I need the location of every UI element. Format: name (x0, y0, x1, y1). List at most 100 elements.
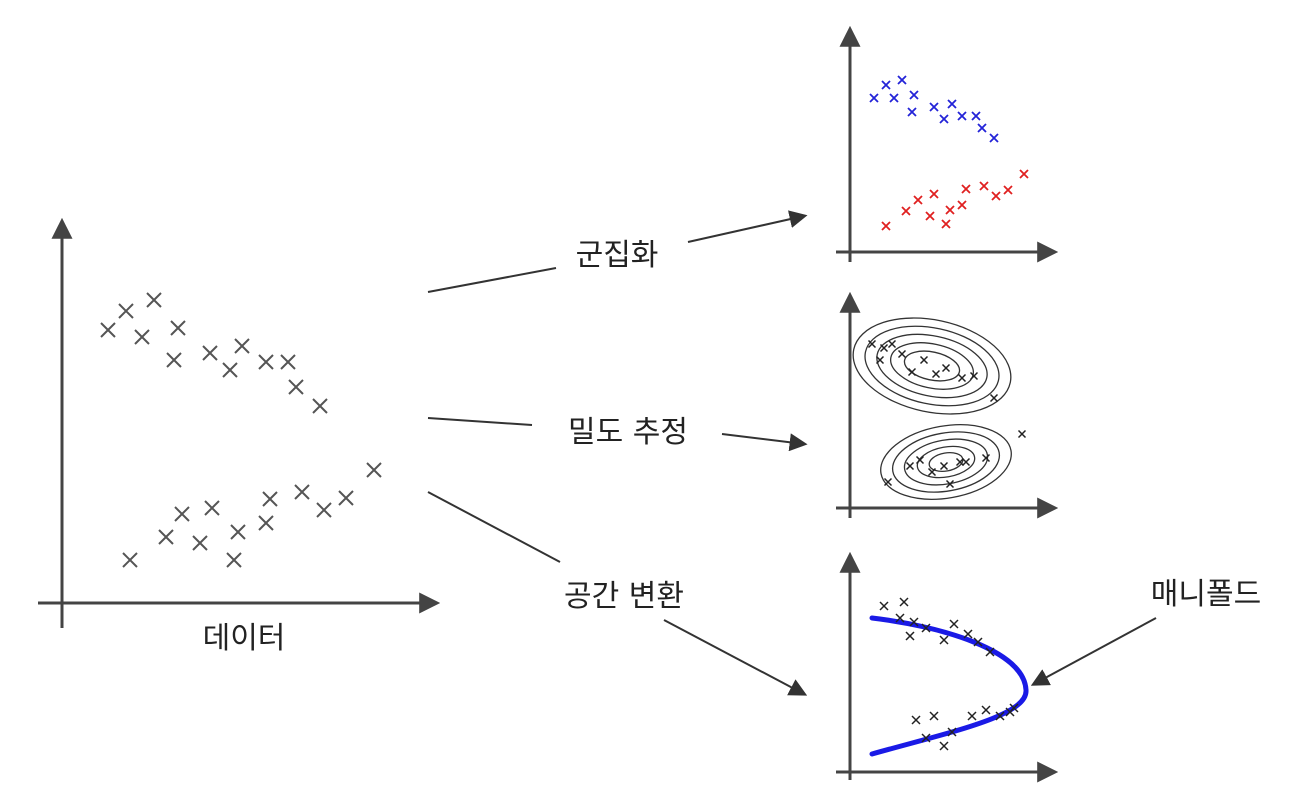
x-marker-icon (969, 371, 979, 381)
x-marker-icon (879, 601, 889, 611)
x-marker-icon (929, 102, 939, 112)
x-marker-icon (955, 457, 965, 467)
arrow-icon (427, 491, 561, 563)
x-marker-icon (989, 393, 999, 403)
x-marker-icon (202, 345, 218, 361)
x-marker-icon (895, 613, 905, 623)
x-marker-icon (222, 362, 238, 378)
density-points (867, 339, 1027, 489)
x-marker-icon (925, 211, 935, 221)
x-marker-icon (929, 711, 939, 721)
x-marker-icon (905, 461, 915, 471)
data-plot: 데이터 (38, 217, 441, 656)
arrow-icon (1030, 617, 1157, 686)
x-marker-icon (939, 741, 949, 751)
x-marker-icon (905, 631, 915, 641)
x-marker-icon (967, 711, 977, 721)
x-marker-icon (875, 355, 885, 365)
x-marker-icon (957, 200, 967, 210)
x-marker-icon (979, 181, 989, 191)
x-marker-icon (118, 303, 134, 319)
x-marker-icon (174, 506, 190, 522)
x-marker-icon (867, 339, 877, 349)
x-marker-icon (166, 352, 182, 368)
x-marker-icon (915, 455, 925, 465)
clustering-connector: 군집화 (427, 210, 808, 293)
x-marker-icon (995, 711, 1005, 721)
x-marker-icon (899, 597, 909, 607)
x-marker-icon (907, 107, 917, 117)
x-marker-icon (939, 114, 949, 124)
x-marker-icon (939, 461, 949, 471)
x-marker-icon (949, 619, 959, 629)
clustering-label: 군집화 (576, 238, 659, 273)
x-marker-icon (258, 515, 274, 531)
arrow-icon (427, 417, 533, 426)
x-marker-icon (913, 195, 923, 205)
x-marker-icon (929, 189, 939, 199)
x-marker-icon (901, 206, 911, 216)
x-marker-icon (881, 80, 891, 90)
data-points (100, 292, 382, 568)
x-marker-icon (316, 502, 332, 518)
density-connector: 밀도 추정 (427, 415, 808, 452)
x-marker-icon (134, 329, 150, 345)
x-marker-icon (977, 123, 987, 133)
x-marker-icon (897, 75, 907, 85)
x-marker-icon (1009, 703, 1019, 713)
x-marker-icon (919, 355, 929, 365)
x-marker-icon (931, 369, 941, 379)
x-marker-icon (889, 93, 899, 103)
x-marker-icon (927, 467, 937, 477)
x-marker-icon (234, 338, 250, 354)
manifold-curve (869, 615, 1029, 757)
x-marker-icon (146, 292, 162, 308)
x-marker-icon (881, 221, 891, 231)
x-marker-icon (909, 617, 919, 627)
x-marker-icon (973, 637, 983, 647)
x-marker-icon (1019, 169, 1029, 179)
density-estimation-label: 밀도 추정 (568, 415, 688, 450)
x-marker-icon (945, 479, 955, 489)
x-marker-icon (911, 715, 921, 725)
x-marker-icon (158, 529, 174, 545)
x-marker-icon (312, 398, 328, 414)
x-marker-icon (122, 552, 138, 568)
x-marker-icon (947, 99, 957, 109)
x-marker-icon (989, 133, 999, 143)
x-marker-icon (939, 635, 949, 645)
x-marker-icon (879, 343, 889, 353)
x-marker-icon (288, 379, 304, 395)
x-marker-icon (971, 111, 981, 121)
transform-plot: 매니폴드 (836, 551, 1261, 783)
x-marker-icon (961, 457, 971, 467)
manifold-label: 매니폴드 (1151, 577, 1261, 612)
x-marker-icon (921, 733, 931, 743)
cluster-a-points (869, 75, 999, 143)
x-marker-icon (947, 727, 957, 737)
x-marker-icon (945, 205, 955, 215)
x-marker-icon (258, 354, 274, 370)
x-marker-icon (985, 647, 995, 657)
x-marker-icon (1017, 429, 1027, 439)
x-marker-icon (230, 524, 246, 540)
arrow-icon (663, 619, 808, 696)
x-marker-icon (941, 219, 951, 229)
arrow-icon (687, 210, 808, 243)
x-marker-icon (921, 623, 931, 633)
arrow-icon (427, 267, 557, 293)
x-marker-icon (897, 349, 907, 359)
x-marker-icon (100, 322, 116, 338)
x-marker-icon (961, 184, 971, 194)
x-marker-icon (887, 339, 897, 349)
x-marker-icon (907, 367, 917, 377)
x-marker-icon (883, 477, 893, 487)
x-marker-icon (280, 354, 296, 370)
x-marker-icon (226, 552, 242, 568)
density-contours-lower (880, 424, 1012, 500)
x-marker-icon (981, 453, 991, 463)
x-marker-icon (262, 491, 278, 507)
x-marker-icon (909, 90, 919, 100)
cluster-b-points (881, 169, 1029, 231)
x-marker-icon (366, 462, 382, 478)
